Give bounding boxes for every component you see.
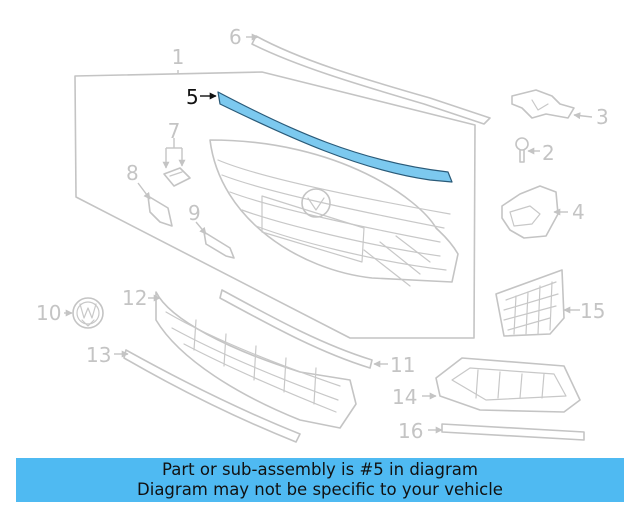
callout-10: 10 bbox=[36, 301, 61, 325]
callout-16: 16 bbox=[398, 419, 423, 443]
banner-line-disclaimer: Diagram may not be specific to your vehi… bbox=[137, 480, 503, 499]
callout-15: 15 bbox=[580, 299, 605, 323]
parts-diagram: 1 2 3 4 5 6 7 8 9 10 11 12 13 14 15 16 bbox=[36, 25, 609, 443]
part-14-fog-surround bbox=[422, 357, 581, 413]
part-5-molding-strip bbox=[217, 91, 453, 183]
callout-4: 4 bbox=[572, 200, 585, 224]
part-6-trim-strip bbox=[246, 33, 491, 125]
part-9-bracket bbox=[195, 221, 235, 259]
callout-6: 6 bbox=[229, 25, 242, 49]
part-15-grille-insert bbox=[495, 269, 580, 337]
callout-12: 12 bbox=[122, 286, 147, 310]
banner-line-part-number: Part or sub-assembly is #5 in diagram bbox=[162, 460, 478, 479]
part-3-bracket bbox=[511, 89, 593, 120]
callout-13: 13 bbox=[86, 343, 111, 367]
callout-14: 14 bbox=[392, 385, 417, 409]
callout-5: 5 bbox=[186, 85, 199, 109]
part-7-clips bbox=[162, 138, 191, 187]
callout-7: 7 bbox=[168, 119, 181, 143]
info-banner: Part or sub-assembly is #5 in diagram Di… bbox=[16, 458, 624, 502]
upper-grille bbox=[209, 139, 459, 287]
part-4-bracket bbox=[501, 185, 568, 239]
callout-9: 9 bbox=[188, 201, 201, 225]
callout-3: 3 bbox=[596, 105, 609, 129]
callout-1: 1 bbox=[172, 45, 185, 69]
part-1-panel-outline bbox=[74, 70, 476, 339]
part-11-strip bbox=[219, 289, 388, 369]
callout-11: 11 bbox=[390, 353, 415, 377]
part-13-strip bbox=[114, 349, 301, 443]
part-10-emblem bbox=[72, 297, 104, 329]
part-8-bracket bbox=[137, 182, 173, 227]
part-2-screw bbox=[515, 137, 540, 163]
callout-2: 2 bbox=[542, 141, 555, 165]
part-16-strip bbox=[428, 423, 585, 441]
part-12-lower-grille bbox=[148, 291, 357, 429]
callout-8: 8 bbox=[126, 161, 139, 185]
